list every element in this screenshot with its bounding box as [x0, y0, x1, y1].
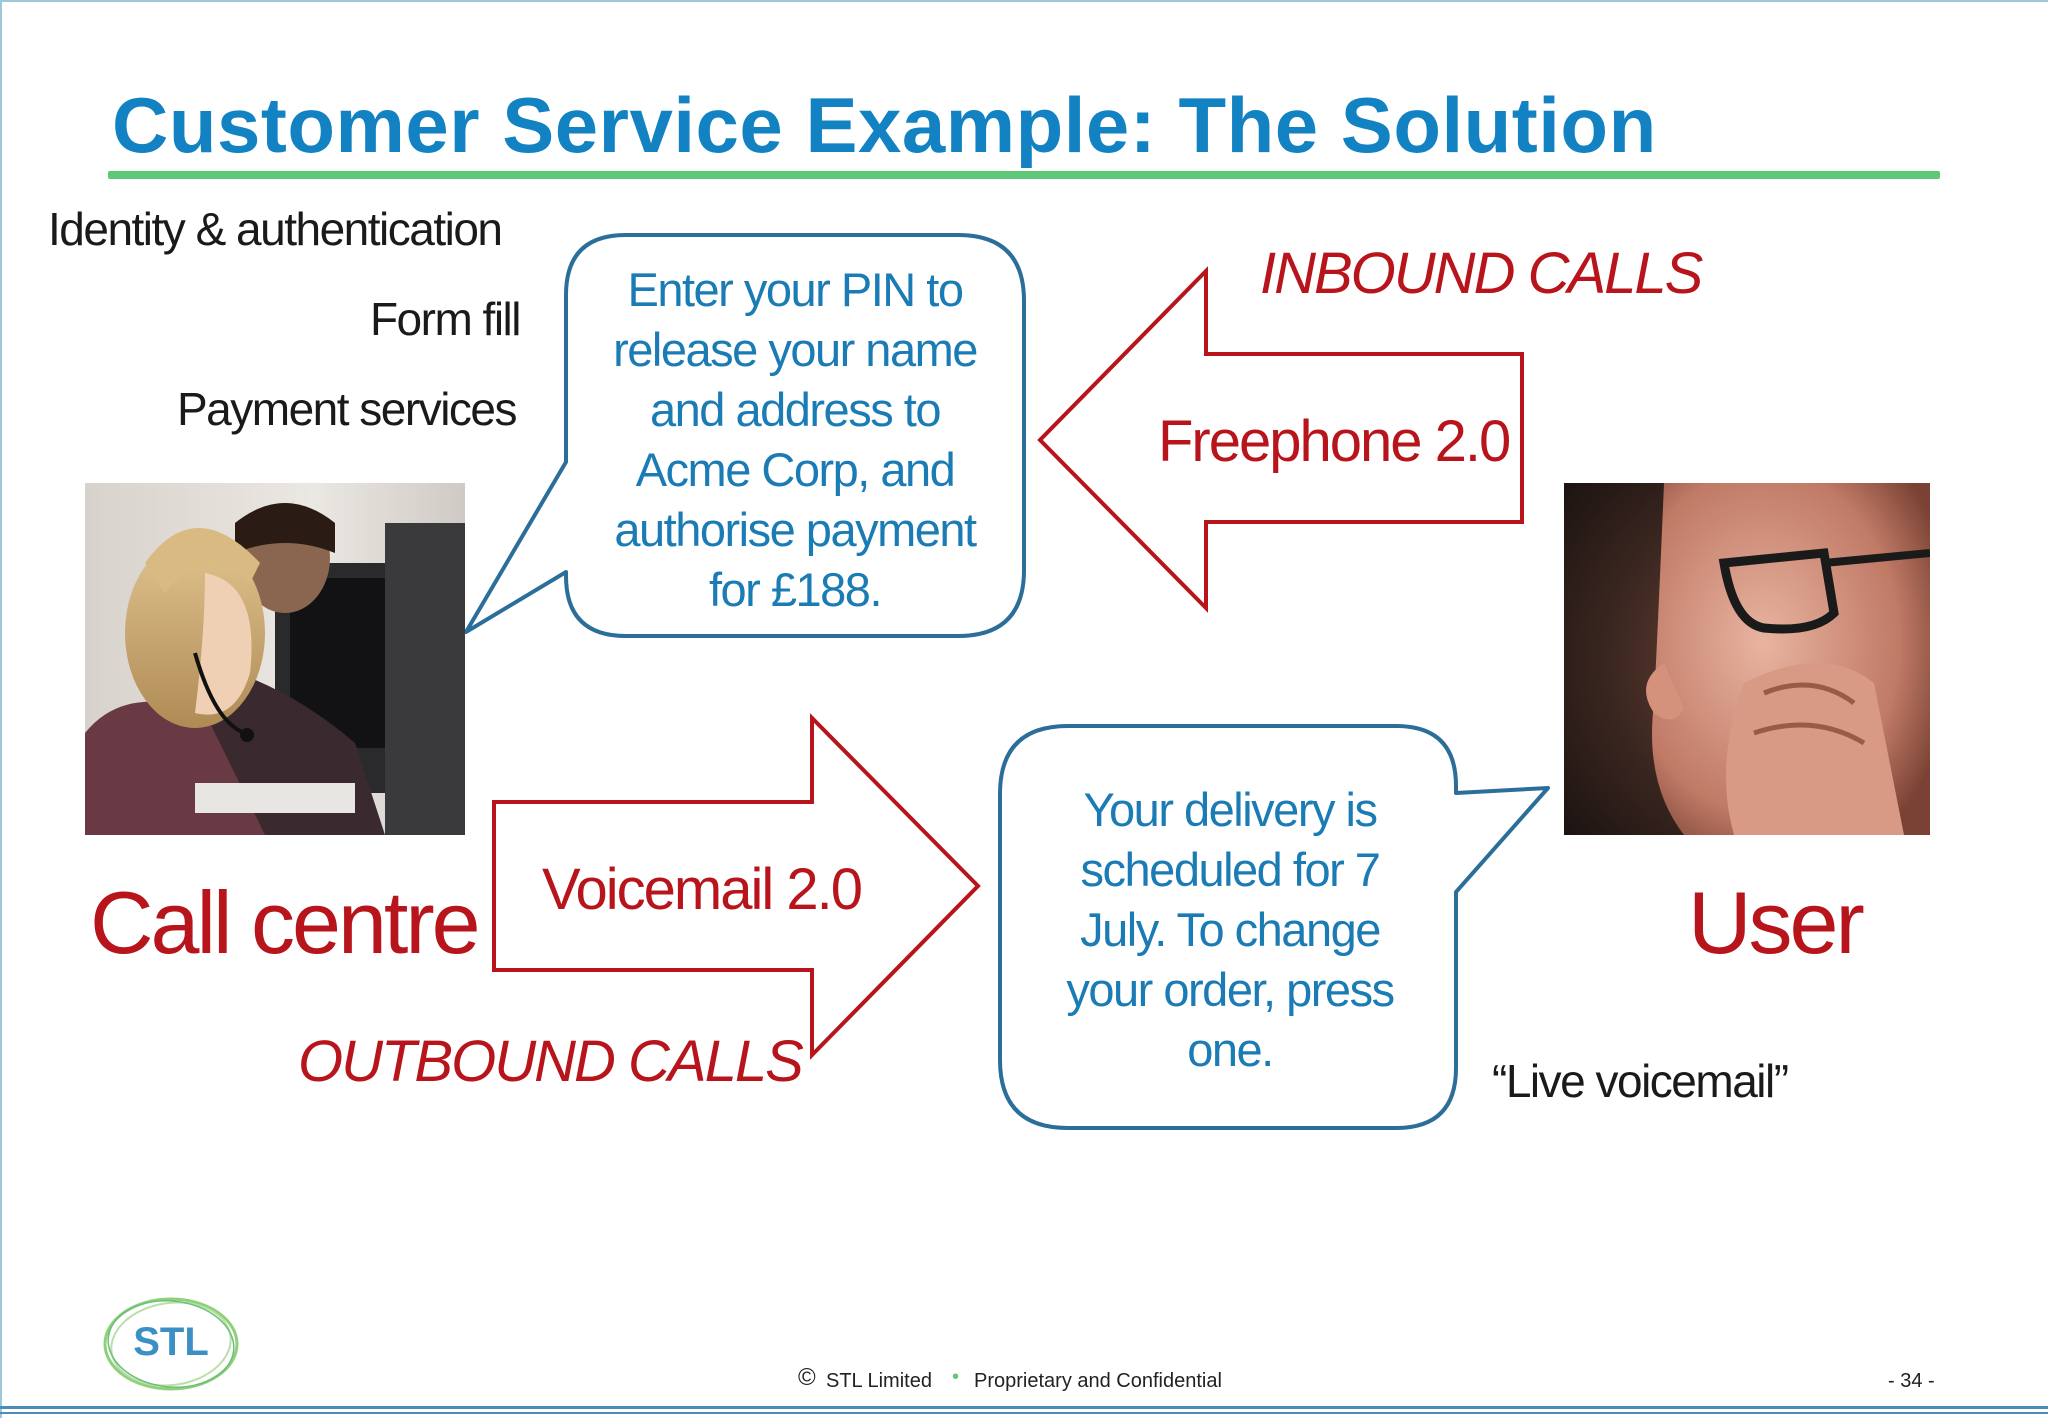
- slide-title: Customer Service Example: The Solution: [112, 81, 1657, 169]
- inbound-calls-label: INBOUND CALLS: [1260, 241, 1703, 306]
- footer-separator: •: [952, 1366, 960, 1388]
- user-label: User: [1688, 873, 1865, 972]
- call-centre-photo: [85, 483, 465, 835]
- freephone-label: Freephone 2.0: [1158, 409, 1511, 474]
- pin-bubble-text: Enter your PIN to release your name and …: [613, 263, 978, 616]
- page-number: - 34 -: [1888, 1370, 1935, 1392]
- footer-confidential: Proprietary and Confidential: [974, 1370, 1222, 1392]
- title-underline: [108, 171, 1940, 179]
- live-voicemail-caption: “Live voicemail”: [1492, 1055, 1789, 1107]
- inbound-arrow: [1037, 266, 1524, 613]
- stl-logo-text: STL: [133, 1320, 209, 1364]
- slide-left-border: [0, 0, 2, 1418]
- outbound-calls-label: OUTBOUND CALLS: [298, 1029, 804, 1094]
- feature-form-fill: Form fill: [369, 293, 522, 345]
- footer-rule-2: [0, 1412, 2048, 1414]
- pin-speech-bubble: [464, 233, 1026, 638]
- feature-payment: Payment services: [176, 383, 518, 435]
- user-photo: [1564, 483, 1930, 835]
- feature-identity: Identity & authentication: [48, 203, 503, 255]
- delivery-bubble-text: Your delivery is scheduled for 7 July. T…: [1066, 783, 1395, 1076]
- footer-rule-1: [0, 1406, 2048, 1409]
- footer-company: STL Limited: [826, 1370, 932, 1392]
- call-centre-label: Call centre: [90, 873, 481, 972]
- stl-logo: STL: [100, 1294, 242, 1394]
- delivery-speech-bubble: [998, 724, 1550, 1130]
- copyright-icon: ©: [798, 1364, 816, 1391]
- slide-top-border: [0, 0, 2048, 2]
- voicemail-label: Voicemail 2.0: [542, 857, 863, 922]
- outbound-arrow: [492, 713, 981, 1060]
